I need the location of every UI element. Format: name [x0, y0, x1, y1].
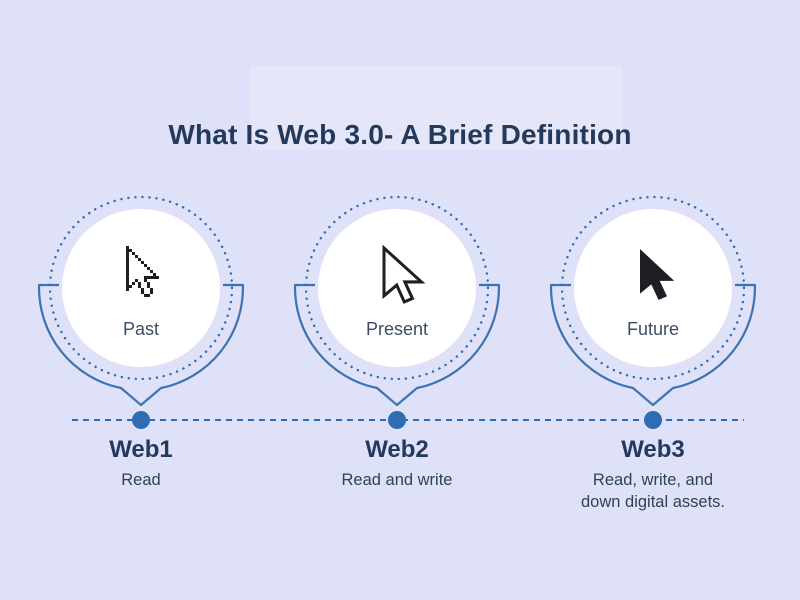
web2-title: Web2	[365, 436, 429, 463]
web2-label-block: Web2 Read and write	[277, 436, 517, 492]
stage-past: Past	[31, 178, 251, 418]
web3-description: Read, write, and down digital assets.	[581, 471, 725, 512]
web3-label-block: Web3 Read, write, and down digital asset…	[533, 436, 773, 514]
timeline-dashed-line	[72, 419, 744, 421]
pin-outline	[293, 283, 501, 407]
web1-label-block: Web1 Read	[21, 436, 261, 492]
web1-title: Web1	[109, 436, 173, 463]
pixel-cursor-icon	[126, 246, 159, 297]
dotted-ring	[304, 195, 490, 381]
stage-past-graphic	[37, 195, 245, 407]
timeline-dot-web1	[132, 411, 150, 429]
web3-title: Web3	[621, 436, 685, 463]
page-title: What Is Web 3.0- A Brief Definition	[168, 118, 632, 150]
stage-future-label: Future	[626, 319, 680, 339]
dotted-ring	[560, 195, 746, 381]
dotted-ring	[48, 195, 234, 381]
timeline-dot-web3	[644, 411, 662, 429]
solid-cursor-icon	[640, 249, 675, 301]
web2-description: Read and write	[341, 471, 453, 490]
pin-outline	[37, 283, 245, 407]
stage-present: Present	[287, 178, 507, 418]
title-highlight-band	[250, 66, 622, 150]
timeline-dot-web2	[388, 411, 406, 429]
stage-future: Future	[543, 178, 763, 418]
stage-present-graphic	[293, 195, 501, 407]
pin-outline	[549, 283, 757, 407]
outline-cursor-icon	[382, 244, 426, 304]
stage-present-label: Present	[365, 319, 429, 339]
web1-description: Read	[121, 471, 161, 490]
stage-past-label: Past	[122, 319, 160, 339]
stage-future-graphic	[549, 195, 757, 407]
